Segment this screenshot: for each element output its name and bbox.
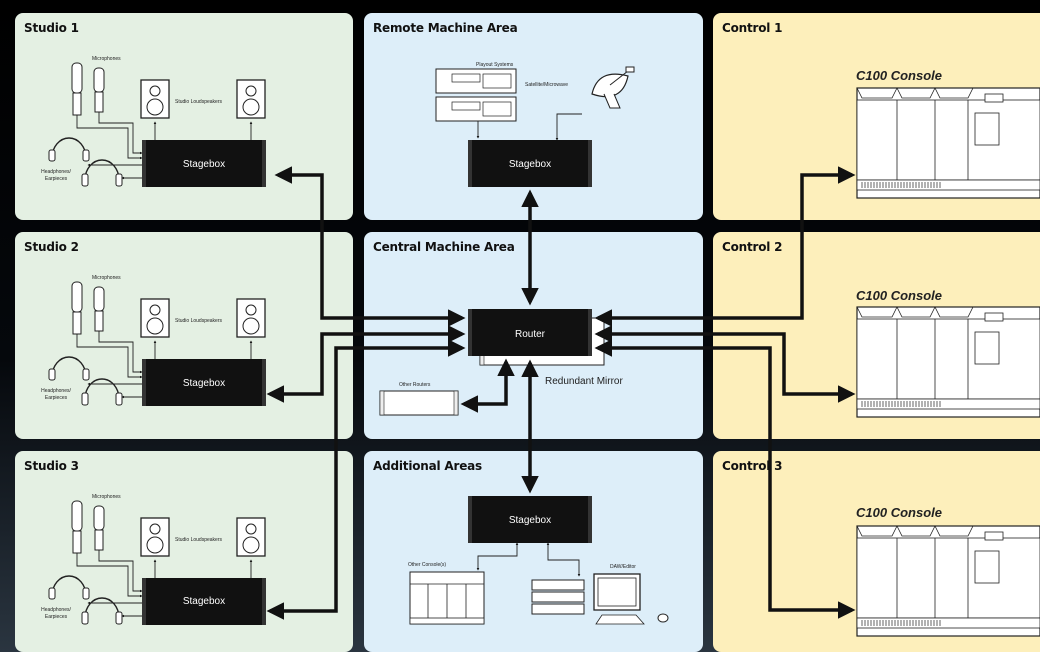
- c100-console-1: [856, 87, 1040, 199]
- stagebox-label: Stagebox: [509, 515, 551, 526]
- panel-title: Studio 2: [24, 240, 79, 254]
- daw-editor-icon: [531, 573, 669, 625]
- studio-3-equipment: [49, 501, 266, 625]
- control1-router-arrow: [594, 166, 856, 327]
- loudspeakers-label: Studio Loudspeakers: [175, 99, 222, 105]
- c100-console-3: [856, 525, 1040, 637]
- earpieces-label: Earpieces: [45, 614, 68, 620]
- panel-title: Studio 1: [24, 21, 79, 35]
- studio3-router-arrow: [266, 339, 466, 620]
- loudspeakers-label: Studio Loudspeakers: [175, 537, 222, 543]
- remote-stagebox: [468, 140, 592, 187]
- microphones-label: Microphones: [92, 56, 121, 62]
- stagebox-label: Stagebox: [183, 596, 225, 607]
- loudspeakers-label: Studio Loudspeakers: [175, 318, 222, 324]
- earpieces-label: Earpieces: [45, 395, 68, 401]
- panel-title: Studio 3: [24, 459, 79, 473]
- satellite-dish-icon: [591, 66, 635, 109]
- playout-systems-label: Playout Systems: [476, 62, 514, 68]
- console-label: C100 Console: [856, 288, 942, 303]
- studio1-router-arrow: [274, 166, 466, 327]
- other-routers: [379, 390, 459, 416]
- console-label: C100 Console: [856, 68, 942, 83]
- router-label: Router: [515, 329, 546, 340]
- console-label: C100 Console: [856, 505, 942, 520]
- panel-title: Remote Machine Area: [373, 21, 518, 35]
- c100-console-2: [856, 306, 1040, 418]
- control2-router-arrow: [594, 325, 856, 403]
- other-routers-arrow: [460, 358, 515, 413]
- microphones-label: Microphones: [92, 275, 121, 281]
- redundant-mirror-label: Redundant Mirror: [545, 376, 623, 387]
- studio2-router-arrow: [266, 325, 466, 403]
- headphones-label: Headphones/: [41, 388, 71, 394]
- other-consoles-label: Other Console(s): [408, 562, 446, 568]
- headphones-label: Headphones/: [41, 169, 71, 175]
- studio-2-equipment: [49, 282, 266, 406]
- studio-1-equipment: [49, 63, 266, 187]
- router: [468, 309, 592, 356]
- microphones-label: Microphones: [92, 494, 121, 500]
- daw-editor-label: DAW/Editor: [610, 564, 636, 570]
- panel-title: Control 1: [722, 21, 783, 35]
- additional-stagebox: [468, 496, 592, 543]
- control3-router-arrow: [594, 339, 856, 619]
- headphones-label: Headphones/: [41, 607, 71, 613]
- other-routers-label: Other Routers: [399, 382, 431, 388]
- satellite-label: Satellite/Microwave: [525, 82, 568, 88]
- other-console-icon: [409, 571, 485, 625]
- earpieces-label: Earpieces: [45, 176, 68, 182]
- stagebox-label: Stagebox: [509, 159, 551, 170]
- stagebox-label: Stagebox: [183, 378, 225, 389]
- stagebox-label: Stagebox: [183, 159, 225, 170]
- playout-systems: [435, 68, 517, 122]
